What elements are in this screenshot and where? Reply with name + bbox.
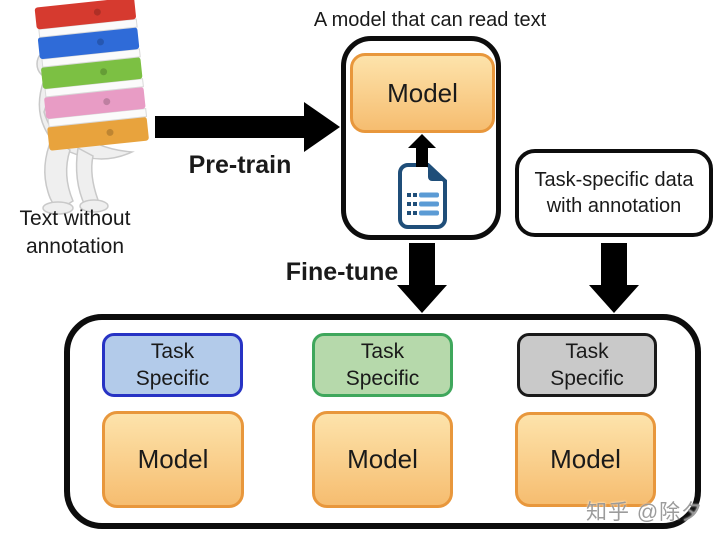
model-box-2: Model (312, 411, 453, 508)
model-box-3-label: Model (550, 444, 621, 474)
task-specific-box-2-line1: Task (360, 340, 405, 363)
finetune-down-arrow-right (589, 243, 639, 313)
model-box-1: Model (102, 411, 244, 508)
pretrain-right-arrow (155, 102, 340, 152)
task-specific-box-1-line2: Specific (135, 367, 210, 390)
pretrain-label: Pre-train (188, 150, 292, 179)
model-box-3: Model (515, 412, 656, 507)
binder-orange (47, 116, 149, 151)
task-specific-box-2-line2: Specific (345, 367, 420, 390)
task-specific-box-1-line1: Task (150, 340, 195, 363)
zhihu-watermark: 知乎 @除夕 (586, 501, 704, 524)
task-specific-box-3: Task Specific (517, 333, 657, 397)
left-caption-line1: Text without (19, 207, 131, 230)
finetune-label: Fine-tune (285, 257, 399, 286)
model-box-1-label: Model (137, 444, 209, 474)
diagram-title: A model that can read text (313, 8, 547, 31)
task-data-line2: with annotation (546, 195, 682, 217)
task-specific-box-1: Task Specific (102, 333, 243, 397)
left-caption: Text without annotation (0, 205, 150, 261)
text-document-icon (398, 163, 447, 229)
left-caption-line2: annotation (25, 235, 125, 258)
model-box-2-label: Model (347, 444, 418, 474)
task-specific-box-3-line1: Task (565, 340, 609, 363)
person-right-foot (79, 199, 109, 213)
document-fold (428, 165, 445, 181)
task-specific-data-box: Task-specific data with annotation (515, 149, 713, 237)
task-specific-box-2: Task Specific (312, 333, 453, 397)
task-specific-box-3-line2: Specific (550, 367, 624, 390)
binder-red (34, 0, 136, 30)
pretrained-model-box: Model (350, 53, 495, 133)
task-data-line1: Task-specific data (534, 169, 694, 191)
pretrained-model-label: Model (387, 77, 458, 108)
document-list-lines (407, 192, 439, 216)
person-left-foot (42, 201, 74, 215)
person-carrying-binders-illustration (34, 0, 149, 215)
binder-stack (34, 0, 149, 151)
